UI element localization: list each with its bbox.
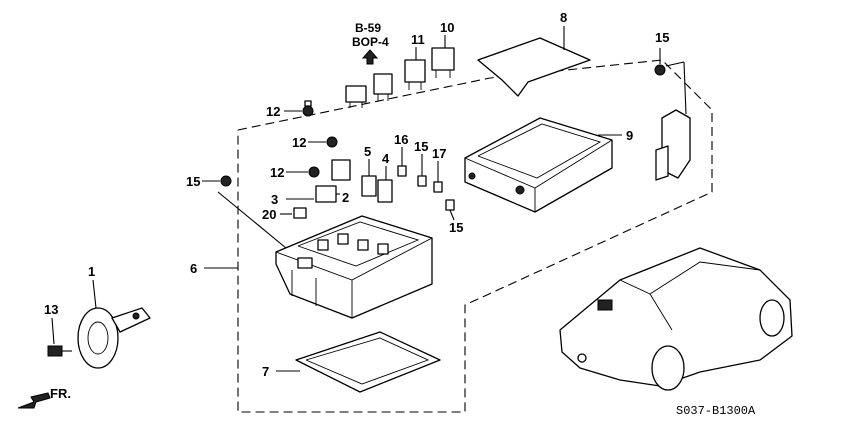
- callout-6: 6: [190, 261, 197, 276]
- callout-19: 17: [432, 146, 446, 161]
- callout-8: 8: [560, 10, 567, 25]
- direction-label: FR.: [50, 386, 71, 401]
- callout-20: 20: [262, 207, 276, 222]
- callout-1: 1: [88, 264, 95, 279]
- callout-15a: 15: [186, 174, 200, 189]
- callout-5: 5: [364, 144, 371, 159]
- front-direction-arrow: FR.: [17, 386, 71, 409]
- fuses: 12 12 2 3 20 5 4 16 15 17 15: [262, 132, 463, 235]
- callout-7: 7: [262, 364, 269, 379]
- lower-cover: 7: [262, 331, 441, 393]
- callout-12a: 12: [292, 135, 306, 150]
- fuse-box: 6: [190, 215, 433, 319]
- callout-10: 10: [440, 20, 454, 35]
- callout-16: 15: [414, 139, 428, 154]
- callout-15b: 15: [655, 30, 669, 45]
- reference-line2: BOP-4: [352, 35, 389, 49]
- callout-12b: 12: [270, 165, 284, 180]
- control-unit: 9: [464, 117, 633, 213]
- callout-18: 16: [394, 132, 408, 147]
- car-location-view: S037-B1300A: [559, 247, 793, 418]
- callout-3: 3: [271, 192, 278, 207]
- bolt-14: 13: [44, 302, 72, 357]
- callout-4: 4: [382, 151, 390, 166]
- callout-2: 2: [342, 190, 349, 205]
- bracket: 15: [654, 30, 691, 181]
- reference-line1: B-59: [355, 21, 381, 35]
- callout-14: 13: [44, 302, 58, 317]
- callout-13: 12: [266, 104, 280, 119]
- bolt-15-left: 15: [186, 174, 287, 249]
- relays: 10 11: [345, 20, 455, 108]
- callout-17: 15: [449, 220, 463, 235]
- bolt-13: 12: [266, 100, 314, 119]
- cover-sheet: 8: [477, 10, 591, 97]
- reference-arrow: B-59 BOP-4: [352, 21, 389, 65]
- callout-11: 11: [411, 32, 425, 47]
- horn: 1: [77, 264, 151, 369]
- diagram-code: S037-B1300A: [676, 404, 756, 418]
- callout-9: 9: [626, 128, 633, 143]
